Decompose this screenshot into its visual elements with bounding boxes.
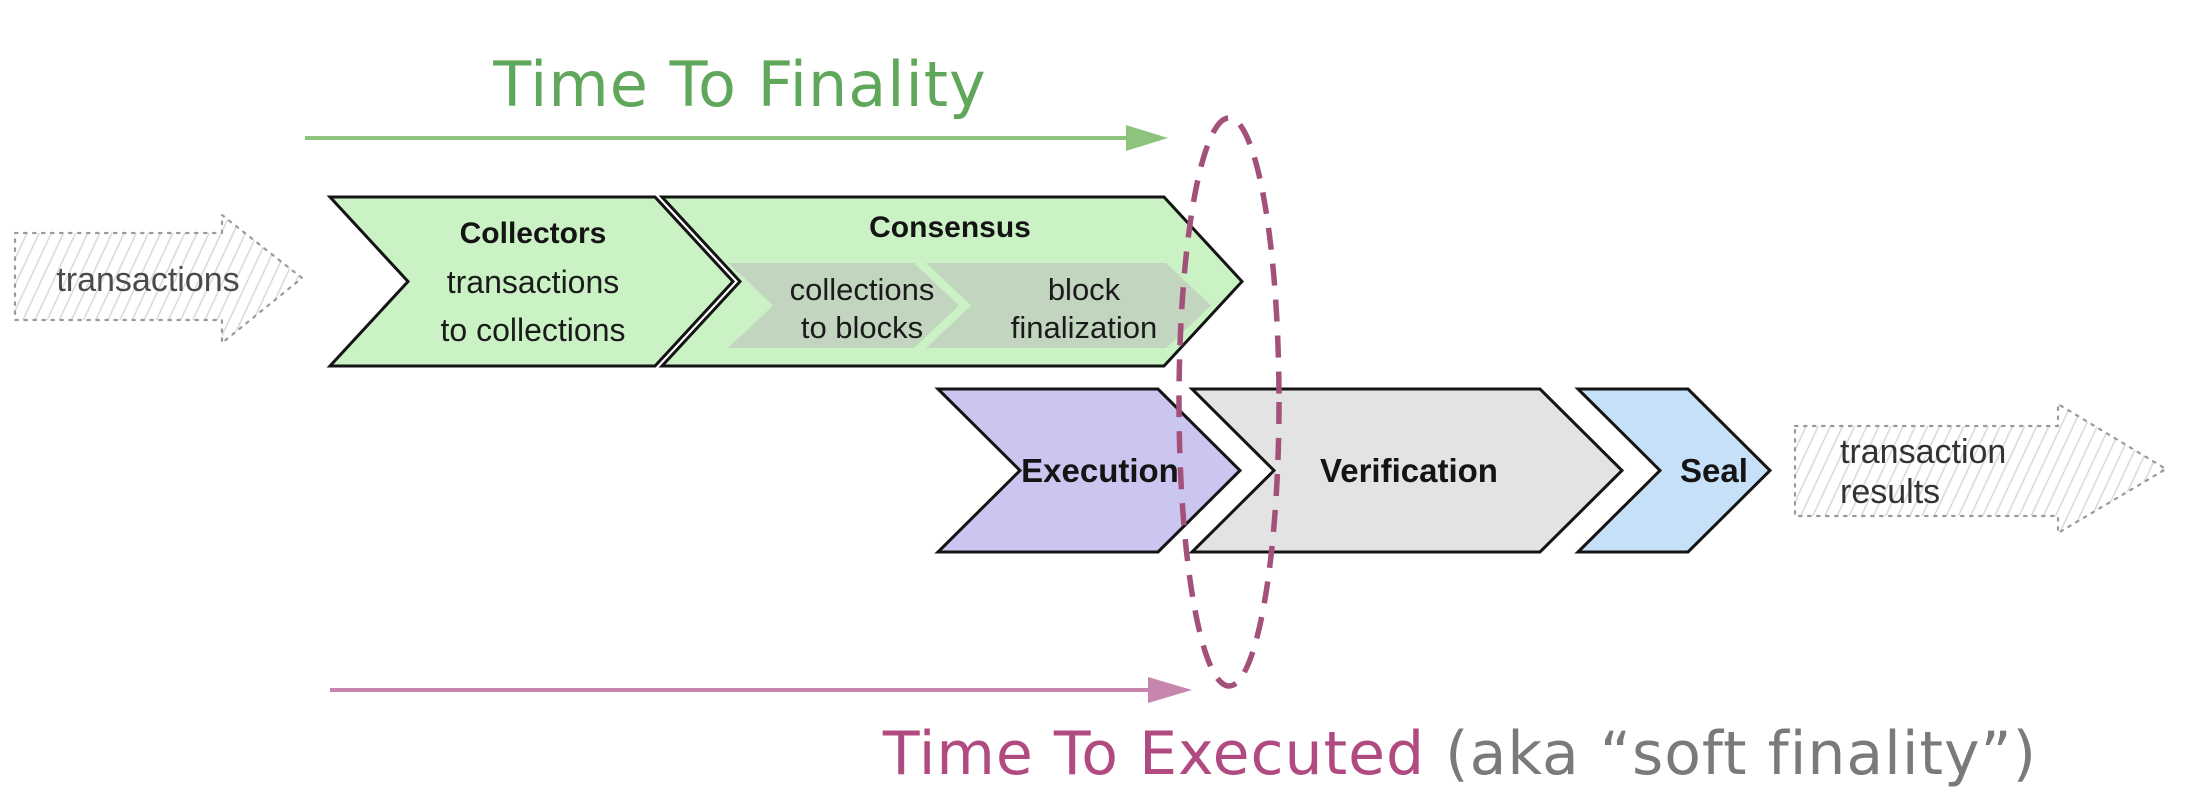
collectors-title: Collectors <box>460 217 607 250</box>
time-to-executed-arrowhead-icon <box>1148 677 1192 703</box>
output-arrow-label-line2: results <box>1840 473 1940 511</box>
time-to-executed-arrow <box>330 677 1192 703</box>
input-arrow-shape-icon <box>13 213 304 345</box>
verification-title: Verification <box>1320 452 1498 489</box>
collections-to-blocks-line2: to blocks <box>801 310 923 345</box>
collectors-chevron-shape-icon <box>326 195 736 368</box>
execution-title: Execution <box>1021 452 1179 489</box>
execution-chevron-shape-icon <box>934 387 1243 554</box>
seal-chevron: Seal <box>1574 387 1773 554</box>
block-finalization-line2: finalization <box>1011 310 1157 345</box>
output-results-arrow: transaction results <box>1793 402 2168 535</box>
consensus-chevron: Consensus collections to blocks block fi… <box>658 195 1245 368</box>
input-transactions-arrow: transactions <box>13 213 304 345</box>
soft-finality-ellipse <box>1176 115 1282 689</box>
soft-finality-subtitle: (aka “soft finality”) <box>1445 719 2037 789</box>
input-arrow-label: transactions <box>56 261 239 299</box>
time-to-executed-title: Time To Executed <box>882 719 1445 789</box>
execution-chevron: Execution <box>934 387 1243 554</box>
consensus-title: Consensus <box>869 211 1031 244</box>
time-to-finality-arrow <box>305 125 1168 151</box>
verification-chevron-shape-icon <box>1188 387 1625 554</box>
collectors-chevron: Collectors transactions to collections <box>326 195 736 368</box>
time-to-executed-caption: Time To Executed (aka “soft finality”) <box>882 719 2037 789</box>
collectors-line2: to collections <box>441 312 626 348</box>
seal-chevron-shape-icon <box>1574 387 1773 554</box>
collections-to-blocks-subchevron-icon <box>728 263 959 348</box>
output-arrow-label-line1: transaction <box>1840 433 2006 471</box>
output-arrow-shape-icon <box>1793 402 2168 535</box>
time-to-finality-arrowhead-icon <box>1126 125 1168 151</box>
verification-chevron: Verification <box>1188 387 1625 554</box>
seal-title: Seal <box>1680 452 1748 489</box>
block-finalization-line1: block <box>1048 272 1121 307</box>
collectors-line1: transactions <box>447 264 620 300</box>
time-to-finality-title: Time To Finality <box>492 48 987 121</box>
collections-to-blocks-line1: collections <box>790 272 935 307</box>
block-finalization-subchevron-icon <box>926 263 1211 348</box>
